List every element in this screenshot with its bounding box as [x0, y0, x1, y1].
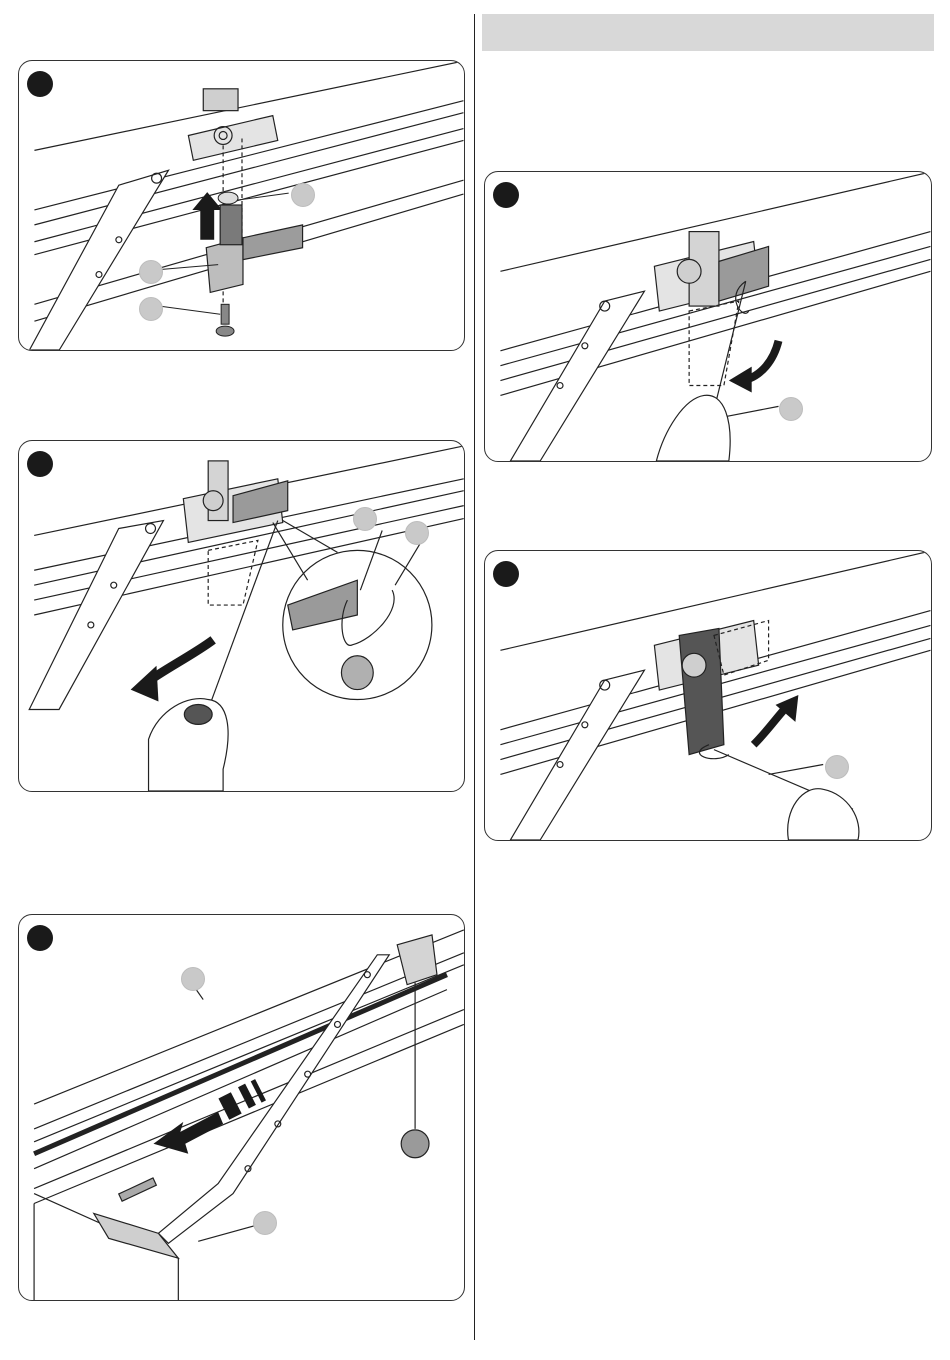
step-number-badge: [27, 71, 53, 97]
hand-icon: [788, 789, 859, 840]
panel-step-3: [18, 914, 465, 1301]
panel-step-1: [18, 60, 465, 351]
hand-icon: [149, 699, 229, 791]
step-number-badge: [27, 451, 53, 477]
callout-1: [353, 507, 377, 531]
screw-icon: [216, 304, 234, 336]
callout-1: [291, 183, 315, 207]
illustration-release-cord: [19, 441, 464, 791]
callout-2: [253, 1211, 277, 1235]
panel-step-2: [18, 440, 465, 792]
hand-icon: [656, 395, 730, 461]
illustration-cord-pull-up: [485, 551, 931, 840]
curved-arrow-icon: [754, 695, 799, 745]
callout-2: [139, 260, 163, 284]
curved-arrow-icon: [729, 341, 779, 393]
callout-1: [181, 967, 205, 991]
illustration-arm-fixing: [19, 915, 464, 1300]
step-number-badge: [493, 182, 519, 208]
step-number-badge: [493, 561, 519, 587]
callout-1: [779, 397, 803, 421]
step-number-badge: [27, 925, 53, 951]
panel-step-4: [484, 171, 932, 462]
callout-1: [825, 755, 849, 779]
callout-3: [139, 297, 163, 321]
section-header-bar: [482, 14, 934, 51]
illustration-bracket-mount: [19, 61, 464, 350]
curved-arrow-icon: [131, 640, 214, 702]
callout-2: [405, 521, 429, 545]
column-divider: [474, 14, 475, 1340]
panel-step-5: [484, 550, 932, 841]
illustration-cord-pull-down: [485, 172, 931, 461]
